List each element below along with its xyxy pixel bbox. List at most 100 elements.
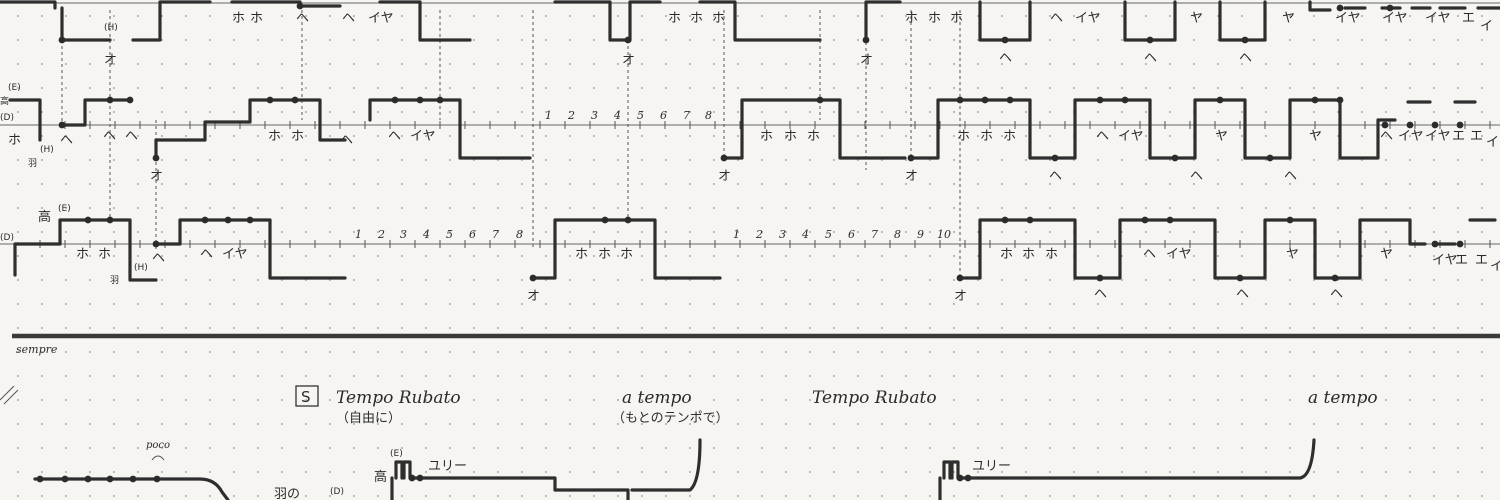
- syllable: エ: [1462, 11, 1475, 26]
- lower-right-contour: [938, 438, 1316, 500]
- syllable: イ: [1490, 259, 1500, 274]
- count: 1: [355, 228, 362, 241]
- pitch-E: (E): [58, 204, 71, 214]
- he-mark: ヘ: [1236, 287, 1249, 302]
- taka-label: 高: [0, 95, 9, 107]
- syllable: ホ: [950, 11, 963, 26]
- he-mark: ヘ: [1144, 51, 1157, 66]
- syllable: ホ: [760, 129, 773, 144]
- mid-row-syllables: ヘ ヘ ヘ ホ ホ ヘ ヘ イヤ ホ ホ ホ ホ ホ ホ ヘ イヤ ヤ ヤ ヘ …: [60, 129, 1499, 150]
- sempre-marking: sempre: [16, 343, 58, 356]
- count: 8: [705, 109, 712, 122]
- count: 5: [825, 228, 832, 241]
- pitch-H: (H): [104, 23, 118, 33]
- yuri-marking: ユリー: [972, 459, 1011, 474]
- a-tempo-1: a tempo: [622, 388, 692, 408]
- pitch-E: (E): [8, 83, 21, 93]
- syllable: ホ: [1022, 247, 1035, 262]
- pitch-D: (D): [0, 233, 14, 243]
- lower-left-contour: [33, 477, 230, 500]
- count-mid: 1 2 3 4 5 6 7 8: [545, 109, 712, 122]
- syllable: ヤ: [1190, 11, 1203, 26]
- syllable: ホ: [905, 11, 918, 26]
- count: 3: [400, 228, 407, 241]
- syllable: ホ: [980, 129, 993, 144]
- syllable: ホ: [668, 11, 681, 26]
- count: 2: [755, 228, 763, 241]
- pitch-H: (H): [40, 145, 54, 155]
- he-mark: ヘ: [999, 51, 1012, 66]
- syllable: ホ: [76, 247, 89, 262]
- count-low-a: 1 2 3 4 5 6 7 8: [355, 228, 523, 241]
- syllable: ホ: [268, 129, 281, 144]
- count: 1: [733, 228, 740, 241]
- syllable: ホ: [784, 129, 797, 144]
- syllable: イヤ: [1432, 253, 1458, 268]
- syllable: ホ: [690, 11, 703, 26]
- dashed-guides: [61, 10, 961, 280]
- syllable: イヤ: [410, 129, 436, 144]
- syllable: ヘ: [342, 11, 355, 26]
- syllable: ホ: [232, 11, 245, 26]
- syllable: ヤ: [1309, 129, 1322, 144]
- taka-label: 高: [374, 469, 387, 485]
- syllable: エ: [1452, 129, 1465, 144]
- he-mark: ヘ: [1094, 287, 1107, 302]
- count-low-b: 1 2 3 4 5 6 7 8 9 10: [733, 228, 951, 241]
- section-letter: S: [301, 388, 311, 406]
- pitch-E: (E): [390, 449, 403, 459]
- fermata-mark: [151, 455, 165, 461]
- o-marks: オ オ オ オ オ オ オ オ: [104, 53, 967, 304]
- syllable: イヤ: [368, 11, 394, 26]
- syllable: ヘ: [152, 251, 165, 266]
- count: 3: [779, 228, 786, 241]
- syllable: ヘ: [103, 129, 116, 144]
- count: 8: [516, 228, 523, 241]
- syllable: ホ: [291, 129, 304, 144]
- caesura-mark: [0, 385, 19, 405]
- pitch-D: (D): [0, 113, 14, 123]
- syllable: イヤ: [1166, 247, 1192, 262]
- count: 2: [567, 109, 575, 122]
- jiyu-ni-note: （自由に）: [336, 411, 401, 426]
- syllable: ホ: [620, 247, 633, 262]
- syllable: ヘ: [1096, 129, 1109, 144]
- lower-mid-contour: [390, 438, 702, 500]
- a-tempo-2: a tempo: [1308, 388, 1378, 408]
- count: 4: [422, 228, 430, 241]
- he-mark: ヘ: [1190, 169, 1203, 184]
- syllable: エ: [1455, 253, 1468, 268]
- count: 4: [801, 228, 809, 241]
- top-row-contour: [0, 0, 1500, 42]
- syllable: ヘ: [200, 247, 213, 262]
- tempo-rubato-1: Tempo Rubato: [336, 388, 461, 408]
- syllable: イヤ: [1382, 11, 1408, 26]
- syllable: ホ: [575, 247, 588, 262]
- syllable: ヘ: [1143, 247, 1156, 262]
- mid-row-contour: [8, 98, 1477, 160]
- count: 9: [917, 228, 924, 241]
- syllable: エ: [1470, 129, 1483, 144]
- syllable: エ: [1475, 253, 1488, 268]
- count: 7: [683, 109, 690, 122]
- pitch-D: (D): [330, 487, 344, 497]
- syllable: ヘ: [1050, 11, 1063, 26]
- note-dots: [58, 2, 1464, 282]
- poco-marking: poco: [146, 440, 170, 451]
- syllable: ヘ: [1380, 129, 1393, 144]
- syllable: ホ: [598, 247, 611, 262]
- count: 5: [637, 109, 644, 122]
- syllable: ホ: [807, 129, 820, 144]
- syllable: ホ: [98, 247, 111, 262]
- syllable: ヤ: [1282, 11, 1295, 26]
- syllable: ホ: [712, 11, 725, 26]
- count: 5: [446, 228, 453, 241]
- syllable: イヤ: [1118, 129, 1144, 144]
- count: 6: [848, 228, 855, 241]
- syllable: イヤ: [1075, 11, 1101, 26]
- syllable: イヤ: [1335, 11, 1361, 26]
- syllable: ヘ: [388, 129, 401, 144]
- syllable: ホ: [1003, 129, 1016, 144]
- o-mark: オ: [905, 169, 918, 184]
